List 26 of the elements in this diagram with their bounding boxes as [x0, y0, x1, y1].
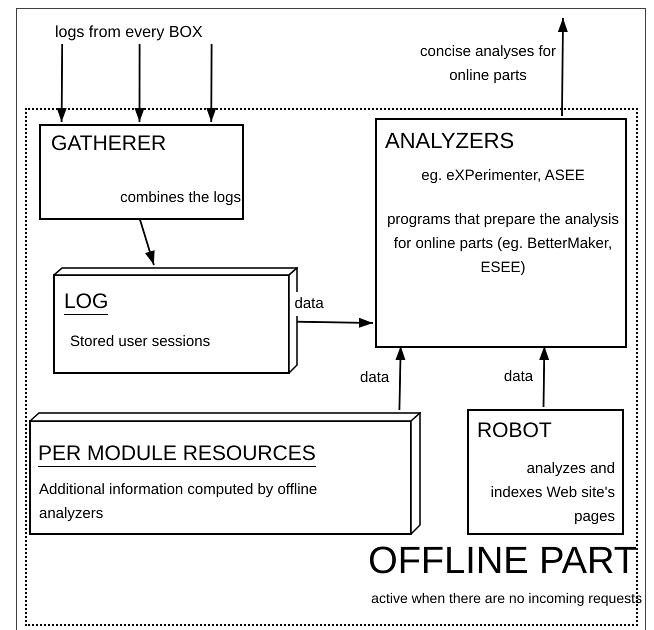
node-description: analyzes and indexes Web site's pages	[490, 459, 615, 527]
arrow	[134, 44, 145, 122]
arrow	[395, 346, 406, 410]
arrow	[558, 18, 568, 116]
node-description: eg. eXPerimenter, ASEE	[420, 166, 586, 186]
node-title: ANALYZERS	[385, 128, 514, 154]
process-box	[375, 118, 627, 348]
node-title: ROBOT	[477, 419, 552, 443]
arrow	[206, 44, 216, 122]
arrow	[138, 218, 155, 266]
process-box	[467, 409, 624, 535]
node-title: GATHERER	[51, 132, 166, 156]
arrow	[56, 44, 67, 122]
edge-label: data	[294, 292, 324, 316]
node-title: OFFLINE PART	[367, 540, 637, 583]
node-description: Stored user sessions	[70, 332, 212, 352]
node-title: PER MODULE RESOURCES	[38, 442, 316, 467]
node-description: active when there are no incoming requests	[370, 589, 642, 608]
arrow	[539, 346, 550, 408]
node-description: Additional information computed by offline analyzers	[39, 480, 318, 524]
node-description: programs that prepare the analysis for online parts (eg. BetterMaker, ESEE)	[387, 210, 619, 278]
node-description: combines the logs	[119, 188, 241, 208]
node-title: LOG	[64, 290, 108, 315]
process-box	[39, 124, 244, 220]
source-label: logs from every BOX	[55, 23, 204, 43]
arrow	[296, 318, 374, 328]
